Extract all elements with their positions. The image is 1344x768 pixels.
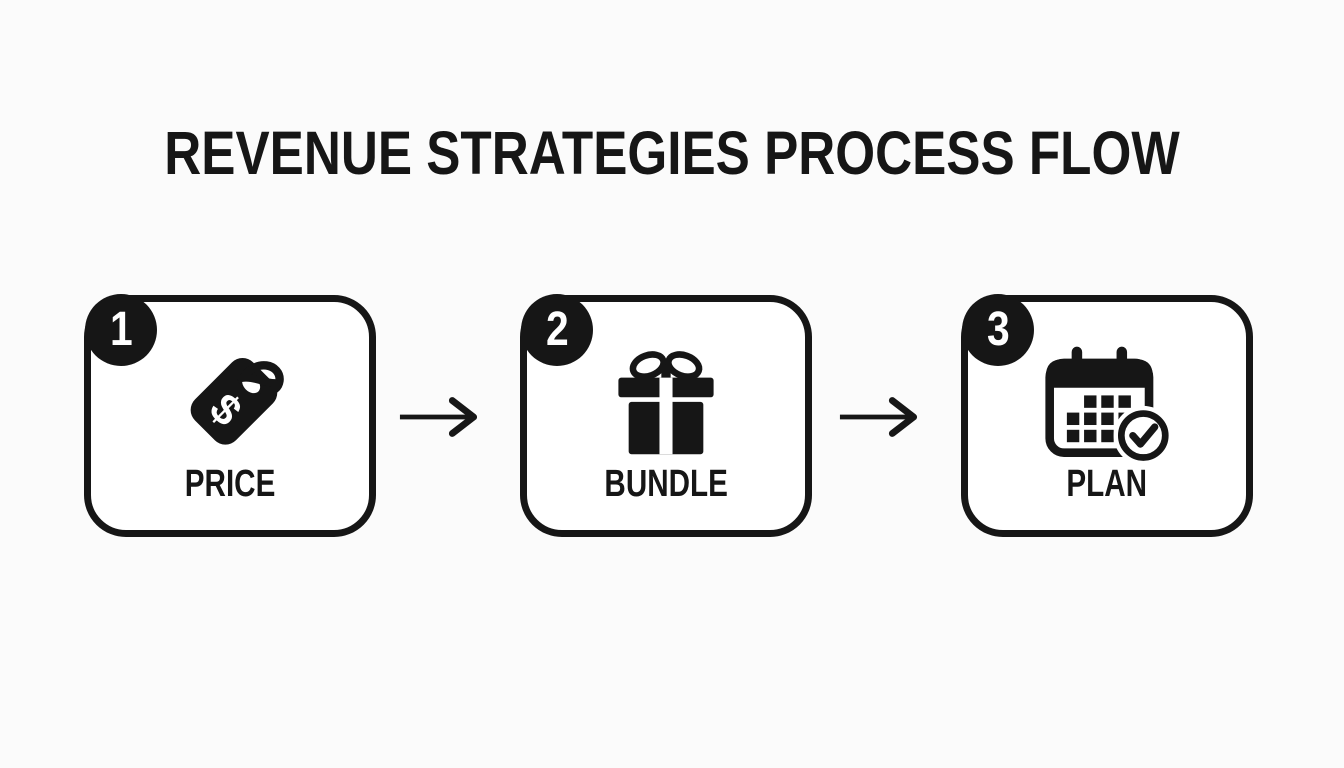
step-box-plan: 3 PLAN bbox=[961, 294, 1253, 537]
step-2-number: 2 bbox=[545, 303, 569, 356]
step-3-label: PLAN bbox=[1066, 463, 1148, 505]
step-1-number: 1 bbox=[109, 303, 133, 356]
step-2-label: BUNDLE bbox=[604, 463, 728, 505]
step-1-label: PRICE bbox=[184, 463, 276, 505]
diagram-title: REVENUE STRATEGIES PROCESS FLOW bbox=[164, 119, 1180, 187]
step-3-label-wrap: PLAN bbox=[968, 463, 1246, 506]
price-tag-icon: $ bbox=[190, 358, 284, 445]
step-1-label-wrap: PRICE bbox=[91, 463, 369, 506]
step-box-price: 1 $ PRICE bbox=[84, 294, 376, 537]
step-3-number: 3 bbox=[986, 303, 1010, 356]
arrow-right-icon bbox=[839, 397, 918, 437]
step-3-badge: 3 bbox=[962, 294, 1034, 366]
step-2-label-wrap: BUNDLE bbox=[527, 463, 805, 506]
step-box-bundle: 2 BUNDLE bbox=[520, 294, 812, 537]
calendar-check-icon bbox=[1045, 346, 1173, 466]
step-1-badge: 1 bbox=[85, 294, 157, 366]
step-2-badge: 2 bbox=[521, 294, 593, 366]
arrow-right-icon bbox=[399, 397, 478, 437]
gift-icon bbox=[618, 351, 714, 455]
